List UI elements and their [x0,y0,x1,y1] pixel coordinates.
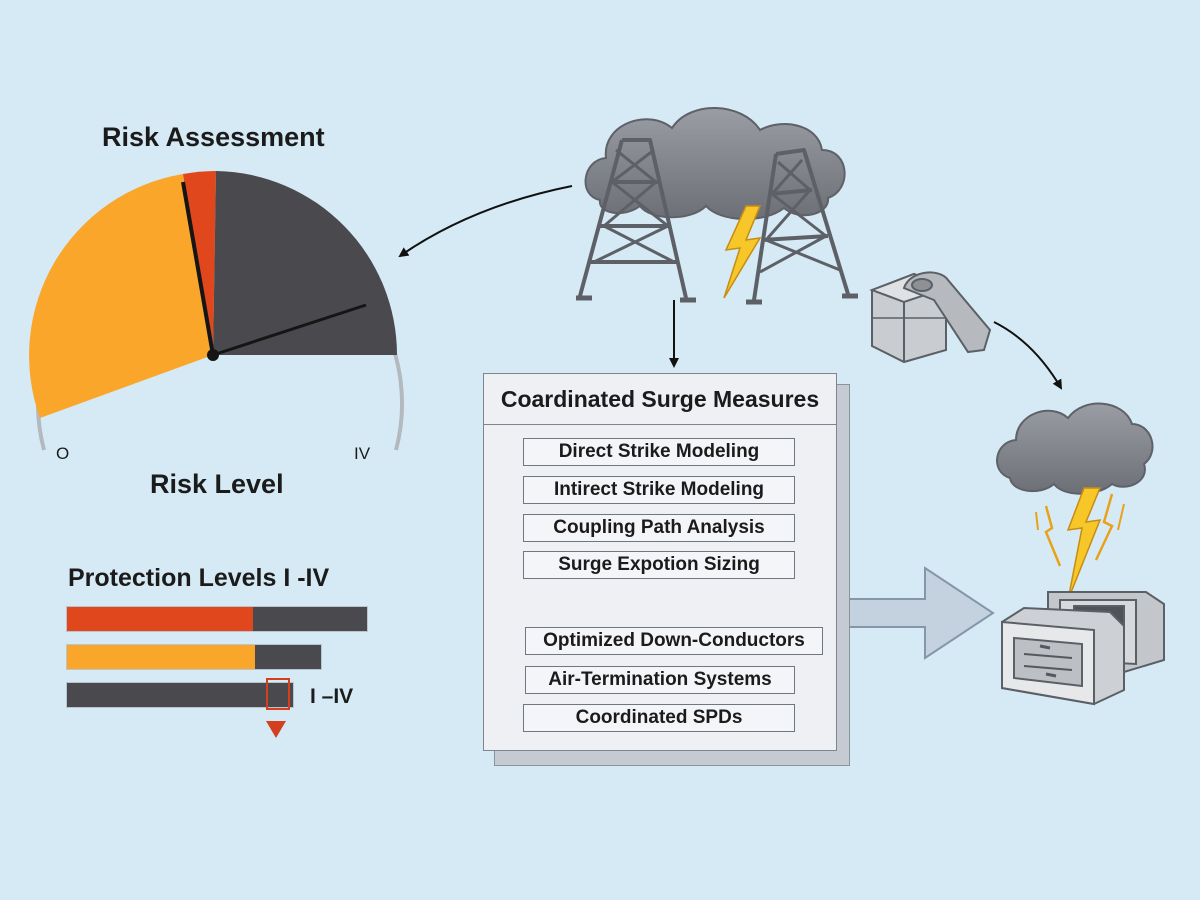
protection-bar-remainder [253,607,367,631]
transmission-tower-icon [576,138,858,305]
measures-panel: Coardinated Surge Measures Direct Strike… [483,373,837,751]
storm-cloud-icon [996,402,1154,495]
gauge-needle-primary [181,181,215,356]
gauge-caption: Risk Level [150,469,284,499]
measure-item: Air-Termination Systems [525,666,795,694]
lightning-bolt-icon [1035,487,1125,601]
measures-panel-header: Coardinated Surge Measures [484,374,836,425]
storm-cloud-icon [584,107,846,220]
gauge-needle-secondary [212,303,367,357]
level-pointer-icon [266,721,286,738]
measure-item: Coupling Path Analysis [523,514,795,542]
level-marker [266,678,290,710]
protection-bar [66,682,294,708]
gauge-red-segment [183,171,216,355]
protection-bar-fill [67,607,253,631]
risk-gauge [29,171,404,451]
protection-bar [66,606,368,632]
protection-bar-caption: I –IV [310,685,354,708]
arrow-to-gauge [398,185,573,258]
measure-item: Direct Strike Modeling [523,438,795,466]
protection-bar-fill [67,645,255,669]
arrow-to-equipment [993,321,1063,390]
gauge-dark-segment [213,171,397,355]
protection-bar-fill [67,683,293,707]
gauge-title: Risk Assessment [102,122,325,152]
measure-item: Intirect Strike Modeling [523,476,795,504]
clamp-connector-icon [869,271,992,364]
gauge-tick-max: IV [354,444,371,463]
protection-bar-remainder [254,645,321,669]
measure-item: Surge Expotion Sizing [523,551,795,579]
measure-item: Coordinated SPDs [523,704,795,732]
gauge-tick-min: O [56,444,70,463]
gauge-hub [207,349,219,361]
lightning-bolt-icon [723,205,762,299]
gauge-orange-segment [29,174,214,418]
protection-bar [66,644,322,670]
protection-levels-title: Protection Levels I -IV [68,564,330,592]
protected-equipment-icon [1001,591,1165,706]
measures-panel-title: Coardinated Surge Measures [500,386,820,412]
measure-item: Optimized Down-Conductors [525,627,823,655]
